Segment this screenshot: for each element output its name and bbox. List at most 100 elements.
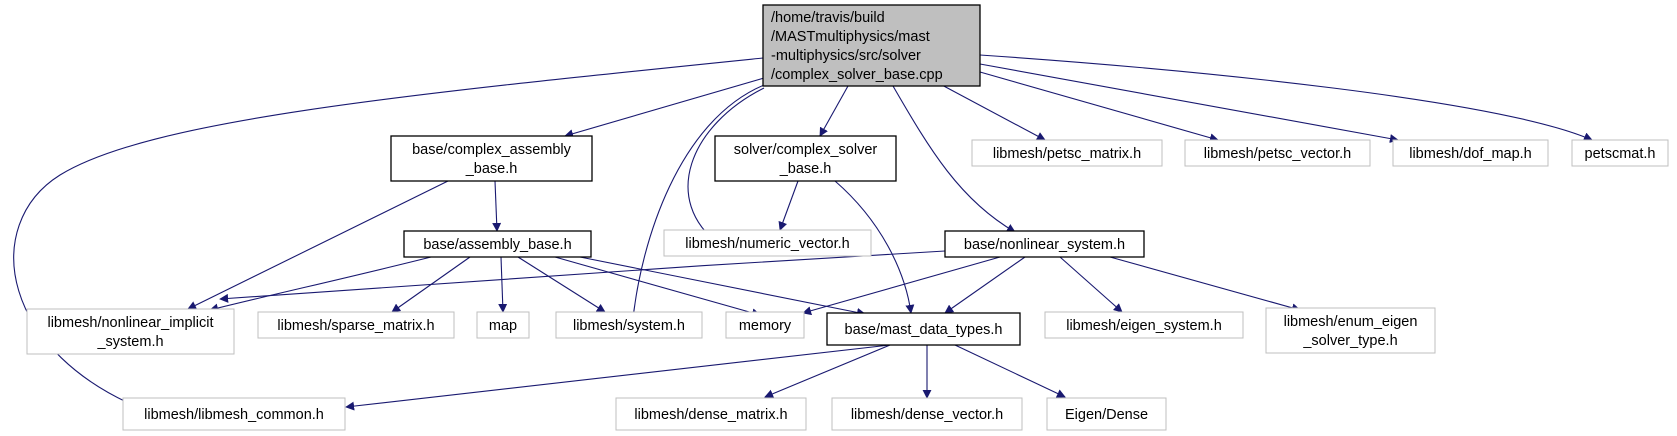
node-box [1044, 311, 1244, 339]
node-label-line: base/assembly_base.h [423, 237, 571, 253]
edge-nonlinear-system-to-nonlinear-implicit [219, 250, 946, 303]
node-box [971, 139, 1163, 167]
edge-root-to-system [628, 84, 765, 329]
edge-nonlinear-system-to-memory [802, 256, 1001, 316]
edge-root-to-petsc-matrix [939, 83, 1046, 141]
edge-mast-data-types-to-dense-matrix [764, 344, 891, 399]
node-box [1046, 397, 1167, 431]
edge-mast-data-types-to-libmesh-common [345, 344, 891, 411]
node-label-line: base/complex_assembly [412, 142, 572, 158]
node-label-line: memory [739, 318, 792, 334]
node-nonlinear-implicit[interactable]: libmesh/nonlinear_implicit _system.h [26, 308, 235, 355]
node-mast-data-types[interactable]: base/mast_data_types.h [826, 312, 1021, 346]
node-numeric-vector[interactable]: libmesh/numeric_vector.h [663, 229, 872, 257]
node-box [390, 135, 593, 182]
node-label-line: base/mast_data_types.h [845, 322, 1003, 338]
node-label-line: libmesh/nonlinear_implicit [47, 315, 213, 331]
edge-complex-assembly-to-nonlinear-implicit [187, 180, 449, 310]
node-label-line: _base.h [465, 161, 518, 177]
node-box [826, 312, 1021, 346]
edge-root-to-numeric-vector [687, 87, 765, 246]
node-label-line: _base.h [779, 161, 832, 177]
edge-root-to-dof-map [979, 63, 1399, 143]
node-system[interactable]: libmesh/system.h [555, 311, 703, 339]
edge-assembly-to-map [498, 256, 508, 313]
node-enum-eigen[interactable]: libmesh/enum_eigen _solver_type.h [1265, 307, 1436, 354]
node-label-line: base/nonlinear_system.h [964, 237, 1125, 253]
node-box [944, 230, 1145, 258]
edge-assembly-to-mast-data-types [574, 255, 866, 317]
node-assembly[interactable]: base/assembly_base.h [403, 230, 592, 258]
node-label-line: solver/complex_solver [734, 142, 878, 158]
node-box [555, 311, 703, 339]
node-petsc-vector[interactable]: libmesh/petsc_vector.h [1184, 139, 1371, 167]
node-box [725, 311, 805, 339]
edge-mast-data-types-to-eigen-dense [954, 344, 1066, 398]
node-label-line: _solver_type.h [1302, 333, 1397, 349]
edge-nonlinear-system-to-mast-data-types [944, 256, 1026, 314]
node-dense-vector[interactable]: libmesh/dense_vector.h [831, 397, 1023, 431]
node-label-line: libmesh/petsc_matrix.h [993, 146, 1141, 162]
node-label-line: libmesh/dof_map.h [1409, 146, 1532, 162]
node-box [762, 4, 981, 87]
node-label-line: libmesh/libmesh_common.h [144, 407, 324, 423]
node-petscmat[interactable]: petscmat.h [1571, 139, 1669, 167]
node-label-line: Eigen/Dense [1065, 407, 1148, 423]
node-box [1265, 307, 1436, 354]
node-root[interactable]: /home/travis/build/MASTmultiphysics/mast… [762, 4, 981, 87]
edge-root-to-petsc-vector [979, 71, 1219, 143]
edge-complex-assembly-to-assembly [492, 180, 502, 232]
node-box [1392, 139, 1549, 167]
node-label-line: libmesh/system.h [573, 318, 685, 334]
node-label-line: libmesh/dense_vector.h [851, 407, 1003, 423]
node-label-line: map [489, 318, 517, 334]
node-label-line: /home/travis/build [771, 10, 885, 26]
node-box [257, 311, 455, 339]
edge-root-to-nonlinear-system [892, 85, 1016, 233]
edge-nonlinear-system-to-eigen-system [1059, 256, 1123, 313]
node-dense-matrix[interactable]: libmesh/dense_matrix.h [615, 397, 807, 431]
node-box [26, 308, 235, 355]
node-eigen-system[interactable]: libmesh/eigen_system.h [1044, 311, 1244, 339]
node-label-line: libmesh/petsc_vector.h [1204, 146, 1352, 162]
node-label-line: libmesh/enum_eigen [1284, 314, 1418, 330]
node-label-line: _system.h [96, 334, 163, 350]
node-box [122, 397, 346, 431]
node-box [663, 229, 872, 257]
node-dof-map[interactable]: libmesh/dof_map.h [1392, 139, 1549, 167]
node-box [476, 311, 530, 339]
edge-root-to-petscmat [979, 54, 1593, 141]
node-complex-solver[interactable]: solver/complex_solver _base.h [714, 135, 897, 182]
node-box [831, 397, 1023, 431]
node-box [1184, 139, 1371, 167]
edge-assembly-to-nonlinear-implicit [209, 255, 436, 313]
edge-nonlinear-system-to-enum-eigen [1109, 256, 1301, 313]
node-box [403, 230, 592, 258]
node-sparse-matrix[interactable]: libmesh/sparse_matrix.h [257, 311, 455, 339]
node-complex-assembly[interactable]: base/complex_assembly _base.h [390, 135, 593, 182]
node-label-line: libmesh/sparse_matrix.h [277, 318, 434, 334]
edge-assembly-to-system [517, 256, 606, 313]
edge-assembly-to-memory [554, 256, 761, 318]
node-box [615, 397, 807, 431]
edge-complex-solver-to-mast-data-types [834, 180, 915, 314]
node-label-line: petscmat.h [1585, 146, 1656, 162]
edge-root-to-complex-assembly [564, 77, 765, 139]
node-label-line: -multiphysics/src/solver [771, 48, 921, 64]
node-map[interactable]: map [476, 311, 530, 339]
node-label-line: /complex_solver_base.cpp [771, 67, 943, 83]
edge-complex-solver-to-numeric-vector [778, 180, 799, 231]
node-box [714, 135, 897, 182]
node-eigen-dense[interactable]: Eigen/Dense [1046, 397, 1167, 431]
node-libmesh-common[interactable]: libmesh/libmesh_common.h [122, 397, 346, 431]
node-petsc-matrix[interactable]: libmesh/petsc_matrix.h [971, 139, 1163, 167]
node-memory[interactable]: memory [725, 311, 805, 339]
node-label-line: libmesh/dense_matrix.h [634, 407, 787, 423]
node-label-line: libmesh/numeric_vector.h [685, 236, 849, 252]
edge-root-to-complex-solver [819, 85, 849, 137]
node-box [1571, 139, 1669, 167]
node-nonlinear-system[interactable]: base/nonlinear_system.h [944, 230, 1145, 258]
node-label-line: libmesh/eigen_system.h [1066, 318, 1222, 334]
node-label-line: /MASTmultiphysics/mast [771, 29, 930, 45]
